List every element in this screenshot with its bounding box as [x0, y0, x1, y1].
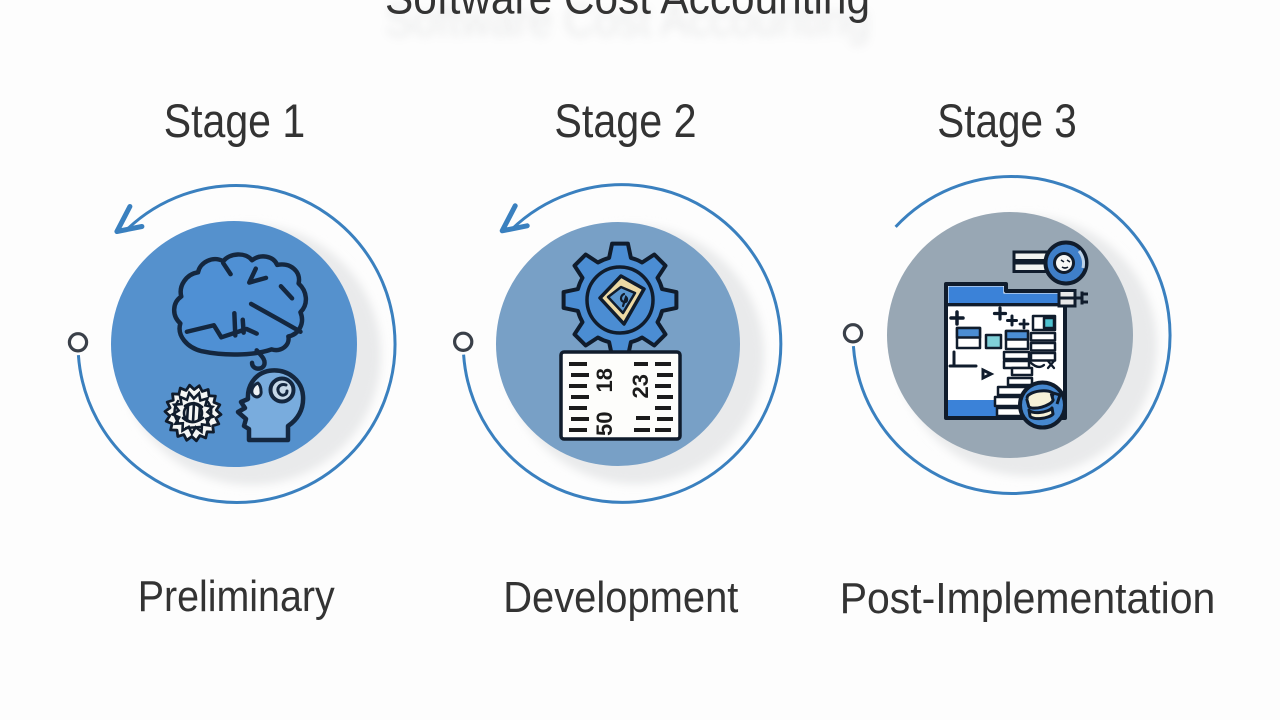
svg-text:Stage 2: Stage 2: [554, 94, 696, 147]
svg-text:Post-Implementation: Post-Implementation: [840, 574, 1216, 623]
svg-text:18: 18: [592, 368, 617, 392]
svg-text:Stage 1: Stage 1: [164, 94, 306, 147]
svg-text:Software Cost Accounting: Software Cost Accounting: [385, 0, 870, 46]
svg-text:Software Cost Accounting: Software Cost Accounting: [385, 0, 870, 24]
svg-text:23: 23: [628, 374, 653, 398]
svg-text:Development: Development: [503, 573, 738, 622]
svg-text:Stage 3: Stage 3: [937, 94, 1077, 147]
svg-text:50: 50: [592, 412, 617, 436]
svg-text:Preliminary: Preliminary: [138, 572, 335, 621]
